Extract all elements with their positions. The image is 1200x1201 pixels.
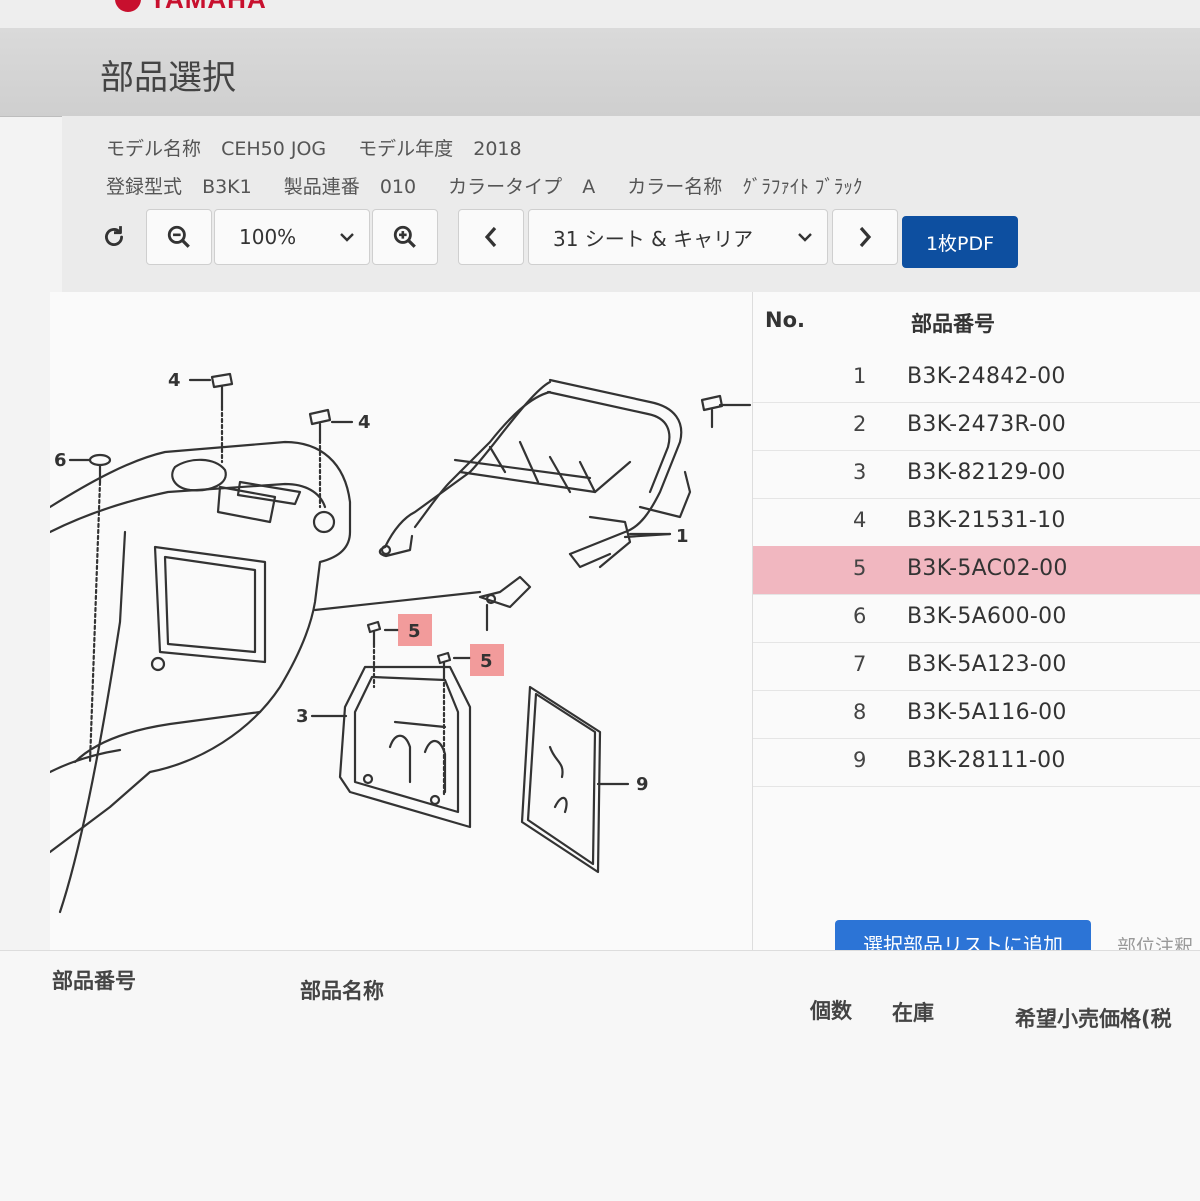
col-price: 希望小売価格(税: [1015, 1007, 1172, 1031]
serial-label: 製品連番: [283, 176, 360, 198]
callout-9[interactable]: 9: [636, 774, 649, 795]
table-row[interactable]: 6 B3K-5A600-00: [753, 594, 1200, 643]
reload-button[interactable]: [92, 209, 136, 265]
model-name-value: CEH50 JOG: [221, 138, 327, 160]
reload-icon: [105, 226, 123, 246]
logo-text: YAMAHA: [149, 0, 267, 15]
callout-4a[interactable]: 4: [168, 370, 181, 391]
tuning-fork-icon: [115, 0, 141, 12]
next-section-button[interactable]: [832, 209, 898, 265]
zoom-select[interactable]: 100%: [214, 209, 370, 265]
col-part-number: 部品番号: [52, 969, 136, 993]
model-year-value: 2018: [473, 138, 522, 160]
table-row[interactable]: 9 B3K-28111-00: [753, 738, 1200, 787]
part-number: B3K-21531-10: [907, 508, 1066, 533]
model-year-label: モデル年度: [358, 138, 454, 160]
zoom-out-button[interactable]: [146, 209, 212, 265]
zoom-in-button[interactable]: [372, 209, 438, 265]
table-row[interactable]: 1 B3K-24842-00: [753, 354, 1200, 403]
col-part-name: 部品名称: [300, 979, 384, 1003]
table-row[interactable]: 3 B3K-82129-00: [753, 450, 1200, 499]
part-no: 4: [853, 508, 867, 532]
part-no: 7: [853, 652, 867, 676]
page-title: 部品選択: [100, 58, 236, 98]
section-select[interactable]: 31 シート & キャリア: [528, 209, 828, 265]
reg-type-label: 登録型式: [106, 176, 183, 198]
callout-5a[interactable]: 5: [408, 621, 421, 642]
exploded-view-drawing: 4 4 6 1 3 9 5 5: [48, 370, 752, 914]
color-name-value: ｸﾞﾗﾌｧｲﾄ ﾌﾞﾗｯｸ: [742, 176, 863, 198]
model-info-row-1: モデル名称 CEH50 JOG モデル年度 2018: [106, 134, 548, 161]
part-no: 9: [853, 748, 867, 772]
color-type-value: A: [582, 176, 596, 198]
part-number: B3K-28111-00: [907, 748, 1066, 773]
col-stock: 在庫: [892, 1001, 934, 1025]
chevron-down-icon: [340, 233, 354, 242]
part-no: 1: [853, 364, 867, 388]
color-type-label: カラータイプ: [448, 176, 563, 198]
top-header: YAMAHA: [0, 0, 1200, 28]
part-number: B3K-5A123-00: [907, 652, 1067, 677]
part-no: 2: [853, 412, 867, 436]
header-part-number: 部品番号: [911, 312, 995, 336]
color-name-label: カラー名称: [627, 176, 723, 198]
part-number: B3K-82129-00: [907, 460, 1066, 485]
header-no: No.: [765, 308, 805, 332]
model-info-panel: モデル名称 CEH50 JOG モデル年度 2018 登録型式 B3K1 製品連…: [62, 116, 1200, 292]
selected-parts-table: 部品番号 部品名称 個数 在庫 希望小売価格(税: [0, 950, 1200, 1201]
part-number: B3K-5A600-00: [907, 604, 1067, 629]
zoom-in-icon: [393, 225, 416, 248]
part-number: B3K-5AC02-00: [907, 556, 1068, 581]
table-row[interactable]: 2 B3K-2473R-00: [753, 402, 1200, 451]
part-no: 5: [853, 556, 867, 580]
pdf-button-label: 1枚PDF: [925, 232, 995, 255]
model-name-label: モデル名称: [106, 138, 202, 160]
part-number: B3K-5A116-00: [907, 700, 1067, 725]
part-number: B3K-2473R-00: [907, 412, 1067, 437]
callout-1[interactable]: 1: [676, 526, 689, 547]
model-info-row-2: 登録型式 B3K1 製品連番 010 カラータイプ A カラー名称 ｸﾞﾗﾌｧｲ…: [106, 172, 888, 199]
callout-5a-highlight[interactable]: [398, 614, 432, 646]
zoom-value: 100%: [239, 225, 297, 249]
title-bar: 部品選択: [0, 28, 1200, 117]
callout-5b[interactable]: 5: [480, 651, 493, 672]
parts-diagram[interactable]: 4 4 6 1 3 9 5 5: [48, 292, 752, 950]
callout-3[interactable]: 3: [296, 706, 309, 727]
part-no: 3: [853, 460, 867, 484]
reg-type-value: B3K1: [202, 176, 252, 198]
zoom-out-icon: [167, 225, 190, 248]
callout-5b-highlight[interactable]: [470, 644, 504, 676]
yamaha-logo[interactable]: YAMAHA: [115, 0, 267, 15]
table-row[interactable]: 7 B3K-5A123-00: [753, 642, 1200, 691]
table-row[interactable]: 8 B3K-5A116-00: [753, 690, 1200, 739]
part-no: 6: [853, 604, 867, 628]
col-qty: 個数: [810, 999, 852, 1023]
table-row[interactable]: 5 B3K-5AC02-00: [753, 546, 1200, 595]
pdf-button[interactable]: 1枚PDF: [902, 216, 1018, 268]
chevron-left-icon: [484, 226, 497, 248]
section-value: 31 シート & キャリア: [553, 226, 754, 251]
table-row[interactable]: 4 B3K-21531-10: [753, 498, 1200, 547]
part-number: B3K-24842-00: [907, 364, 1066, 389]
callout-6[interactable]: 6: [54, 450, 67, 471]
prev-section-button[interactable]: [458, 209, 524, 265]
chevron-right-icon: [859, 226, 872, 248]
serial-value: 010: [379, 176, 417, 198]
part-no: 8: [853, 700, 867, 724]
chevron-down-icon: [798, 233, 812, 242]
callout-4b[interactable]: 4: [358, 412, 371, 433]
